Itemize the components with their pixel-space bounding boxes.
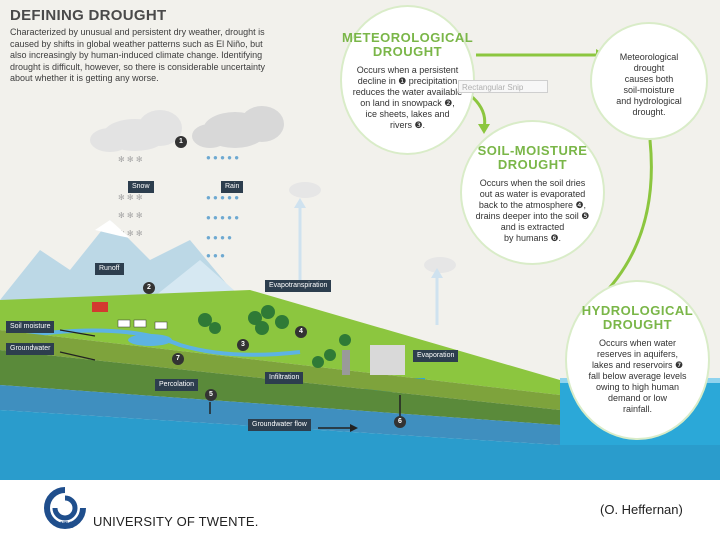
marker-7: 7 xyxy=(172,353,184,365)
factory xyxy=(370,345,405,375)
cloud-snow xyxy=(90,110,182,152)
landscape-illustration: ✻ ✻ ✻✻ ✻ ✻ ✻ ✻ ✻✻ ✻ ✻ ● ● ● ● ●● ● ● ● ●… xyxy=(0,49,720,480)
subsoil-layer xyxy=(0,350,560,425)
source-credit: (O. Heffernan) xyxy=(600,502,683,517)
soil-moisture-arrow xyxy=(59,329,96,337)
svg-text:● ● ● ● ●: ● ● ● ● ● xyxy=(206,193,239,202)
snow-flakes: ✻ ✻ ✻ ✻ ✻ ✻ ✻ ✻ ✻ ✻ ✻ ✻ xyxy=(118,155,143,238)
university-brand: UNIVERSITY OF TWENTE. xyxy=(93,514,259,529)
soil-layer xyxy=(0,330,560,410)
cloud-small xyxy=(289,182,456,273)
summary-circle: Meteorological drought causes both soil-… xyxy=(590,22,708,140)
soil-moisture-label: Soil moisture xyxy=(6,321,55,333)
meteorological-drought-circle: METEOROLOGICAL DROUGHT Occurs when a per… xyxy=(340,5,475,155)
marker-3: 3 xyxy=(237,339,249,351)
evaporation-label: Evaporation xyxy=(413,350,459,362)
mountains-snow xyxy=(95,220,130,238)
svg-text:● ● ●: ● ● ● xyxy=(206,251,225,260)
rectangular-snip-ghost: Rectangular Snip xyxy=(458,80,548,93)
trees xyxy=(198,305,351,368)
aquifer-layer xyxy=(0,410,720,480)
marker-5: 5 xyxy=(205,389,217,401)
marker-6: 6 xyxy=(394,416,406,428)
cloud-rain xyxy=(192,106,284,148)
svg-text:✻ ✻ ✻: ✻ ✻ ✻ xyxy=(118,211,143,220)
percolation-label: Percolation xyxy=(155,379,199,391)
soil-moisture-drought-text: Occurs when the soil dries out as water … xyxy=(475,178,590,243)
evapotranspiration-label: Evapotranspiration xyxy=(265,280,332,292)
svg-text:● ● ● ● ●: ● ● ● ● ● xyxy=(206,153,239,162)
itc-logo-text: ITC xyxy=(60,520,75,530)
meteorological-drought-text: Occurs when a persistent decline in ❶ pr… xyxy=(352,65,463,130)
svg-text:● ● ● ●: ● ● ● ● xyxy=(206,233,232,242)
hydrological-drought-circle: HYDROLOGICAL DROUGHT Occurs when water r… xyxy=(565,280,710,440)
soil-moisture-drought-circle: SOIL-MOISTURE DROUGHT Occurs when the so… xyxy=(460,120,605,265)
summary-text: Meteorological drought causes both soil-… xyxy=(616,52,682,117)
infographic-title: DEFINING DROUGHT xyxy=(10,7,167,24)
svg-text:✻ ✻ ✻: ✻ ✻ ✻ xyxy=(118,229,143,238)
snow-label: Snow xyxy=(128,181,154,193)
svg-text:✻ ✻ ✻: ✻ ✻ ✻ xyxy=(118,155,143,164)
itc-logo: ITC xyxy=(44,487,86,530)
groundwater-layer xyxy=(0,385,560,445)
soil-moisture-drought-heading: SOIL-MOISTURE DROUGHT xyxy=(477,143,588,172)
intro-text: Characterized by unusual and persistent … xyxy=(10,27,265,83)
marker-4: 4 xyxy=(295,326,307,338)
land-surface xyxy=(0,290,560,395)
svg-text:● ● ● ● ●: ● ● ● ● ● xyxy=(206,213,239,222)
rain-drops: ● ● ● ● ● ● ● ● ● ● ● ● ● ● ● ● ● ● ● ● ● … xyxy=(206,153,239,260)
mountain-right xyxy=(150,260,245,300)
groundwater-label: Groundwater xyxy=(6,343,55,355)
runoff-label: Runoff xyxy=(95,263,124,275)
arrow-head-2 xyxy=(478,124,490,134)
cows xyxy=(117,319,168,330)
tractor xyxy=(92,302,108,312)
marker-2: 2 xyxy=(143,282,155,294)
drought-infographic: DEFINING DROUGHT Characterized by unusua… xyxy=(0,0,720,480)
water-tower xyxy=(342,350,350,375)
marker-1: 1 xyxy=(175,136,187,148)
hydrological-drought-heading: HYDROLOGICAL DROUGHT xyxy=(581,303,694,332)
meteorological-drought-heading: METEOROLOGICAL DROUGHT xyxy=(342,30,474,59)
groundwater-arrow xyxy=(59,351,96,361)
lake xyxy=(128,334,172,346)
rain-label: Rain xyxy=(221,181,244,193)
hydrological-drought-text: Occurs when water reserves in aquifers, … xyxy=(588,338,687,414)
svg-text:✻ ✻ ✻: ✻ ✻ ✻ xyxy=(118,193,143,202)
groundwater-flow-label: Groundwater flow xyxy=(248,419,311,431)
arrow-summary-to-hydro xyxy=(596,139,653,302)
infiltration-label: Infiltration xyxy=(265,372,304,384)
